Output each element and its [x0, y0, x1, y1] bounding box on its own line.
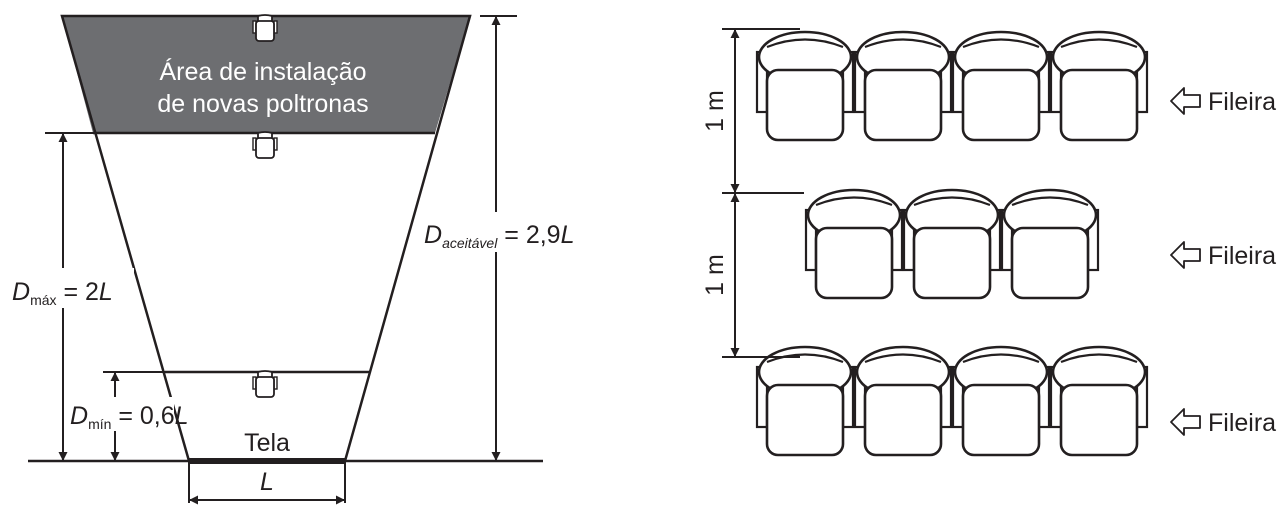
seat [755, 345, 855, 457]
row-3 [755, 345, 1149, 457]
seat [804, 188, 904, 300]
dmin-label: Dmín = 0,6L [70, 402, 189, 432]
row-label-1: Fileira [1208, 88, 1276, 116]
seat [1049, 30, 1149, 142]
spacing-label-top: 1 m [701, 90, 729, 132]
seat-icon [252, 370, 278, 398]
area-label-line1: Área de instalação [159, 57, 366, 86]
seat [1000, 188, 1100, 300]
seat-rows: 1 m 1 m Fileira Fileira Fileira [701, 28, 1276, 457]
seat [951, 345, 1051, 457]
row-label-3: Fileira [1208, 409, 1276, 437]
seat-icon [252, 131, 278, 159]
seat [853, 30, 953, 142]
seat [853, 345, 953, 457]
seat [755, 30, 855, 142]
arrow-left-icon [1170, 241, 1201, 269]
new-seats-area [62, 16, 470, 133]
dmax-label-bg [10, 268, 134, 308]
screen-label: Tela [244, 429, 290, 457]
width-label: L [260, 468, 274, 496]
dmax-label: Dmáx = 2L [12, 278, 113, 308]
spacing-label-bottom: 1 m [701, 254, 729, 296]
area-label-line2: de novas poltronas [157, 90, 368, 118]
dmin-label-bg [68, 397, 174, 431]
dacc-label-bg [422, 212, 590, 252]
row-label-2: Fileira [1208, 242, 1276, 270]
row-1 [755, 30, 1149, 142]
dacc-label: Daceitável = 2,9L [424, 221, 574, 251]
seat [1049, 345, 1149, 457]
seat [902, 188, 1002, 300]
theater-plan: Área de instalação de novas poltronas Dm… [10, 14, 590, 505]
arrow-left-icon [1170, 87, 1201, 115]
seat [951, 30, 1051, 142]
row-2 [804, 188, 1100, 300]
arrow-left-icon [1170, 408, 1201, 436]
